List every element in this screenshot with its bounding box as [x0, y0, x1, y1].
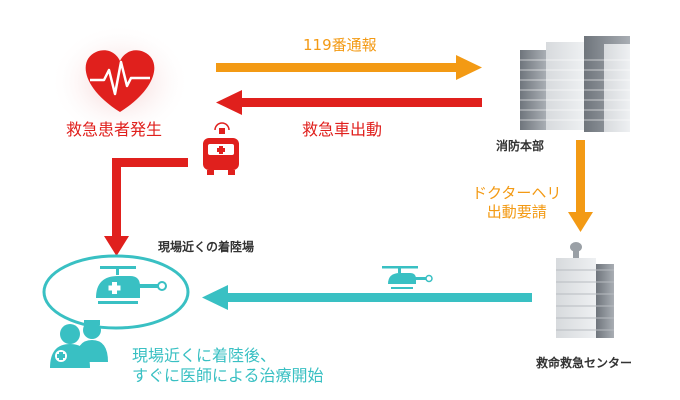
- medical-staff-icon: [50, 320, 108, 368]
- landing-site-label: 現場近くの着陸場: [158, 240, 255, 254]
- treatment-label: 現場近くに着陸後、 すぐに医師による治療開始: [132, 346, 324, 386]
- treatment-line2: すぐに医師による治療開始: [132, 366, 324, 385]
- heart-ecg-icon: [85, 50, 155, 112]
- dispatch-arrow: [216, 90, 482, 115]
- call-119-label: 119番通報: [303, 36, 377, 54]
- patient-occurrence-label: 救急患者発生: [66, 120, 163, 139]
- hospital-building-icon: [556, 242, 614, 338]
- ambulance-route-arrow: [104, 158, 188, 256]
- helipad-icon: [42, 254, 190, 330]
- call-arrow: [216, 55, 482, 80]
- ambulance-icon: [203, 122, 239, 175]
- heli-request-line1: ドクターヘリ: [472, 184, 562, 202]
- heli-flight-arrow: [202, 285, 532, 310]
- ambulance-dispatch-label: 救急車出動: [302, 120, 383, 139]
- fire-hq-label: 消防本部: [496, 139, 545, 153]
- helicopter-icon: [382, 266, 433, 289]
- building-icon: [520, 36, 630, 132]
- heli-request-label: ドクターヘリ 出動要請: [472, 184, 561, 222]
- emergency-center-label: 救命救急センター: [536, 356, 633, 370]
- heli-request-arrow: [568, 140, 593, 232]
- heli-request-line2: 出動要請: [486, 202, 547, 221]
- treatment-line1: 現場近くに着陸後、: [132, 346, 277, 365]
